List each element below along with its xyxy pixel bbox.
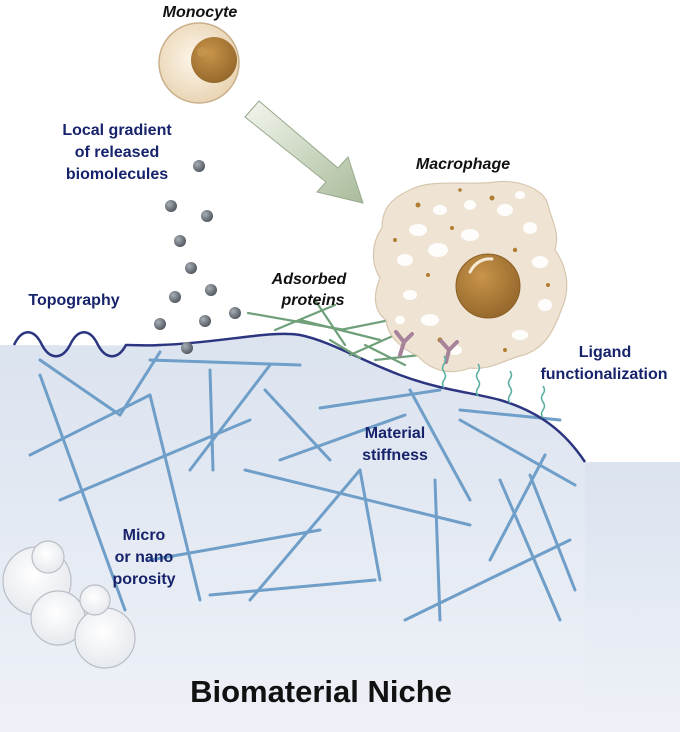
porosity-pores <box>2 540 136 669</box>
monocyte-label: Monocyte <box>163 4 238 21</box>
stiffness-label-line1: Material <box>365 425 425 442</box>
gradient-label-line2: of released <box>75 144 159 161</box>
topography-label: Topography <box>28 292 119 309</box>
released-biomolecules <box>154 160 241 354</box>
porosity-label-line1: Micro <box>123 527 166 544</box>
surface-line <box>12 331 587 463</box>
cell-receptors <box>394 330 459 364</box>
stiffness-label-line2: stiffness <box>362 447 428 464</box>
porosity-label-line3: porosity <box>112 571 175 588</box>
ligand-chains <box>441 355 546 419</box>
gradient-label-line1: Local gradient <box>62 122 172 139</box>
macrophage-label: Macrophage <box>416 156 510 173</box>
differentiation-arrow <box>244 100 364 204</box>
gradient-label-line3: biomolecules <box>66 166 168 183</box>
ligand-label-line1: Ligand <box>579 344 631 361</box>
porosity-label-line2: or nano <box>115 549 174 566</box>
niche-title: Biomaterial Niche <box>190 674 452 709</box>
niche-region <box>0 333 585 732</box>
niche-fill-right <box>585 462 680 732</box>
monocyte-cell <box>158 22 240 104</box>
macrophage-cell <box>372 180 568 373</box>
adsorbed-proteins-label-line2: proteins <box>280 292 344 309</box>
adsorbed-proteins-label-line1: Adsorbed <box>271 271 348 288</box>
adsorbed-proteins <box>246 298 422 367</box>
ligand-label-line2: functionalization <box>540 366 667 383</box>
fiber-network <box>28 350 577 622</box>
